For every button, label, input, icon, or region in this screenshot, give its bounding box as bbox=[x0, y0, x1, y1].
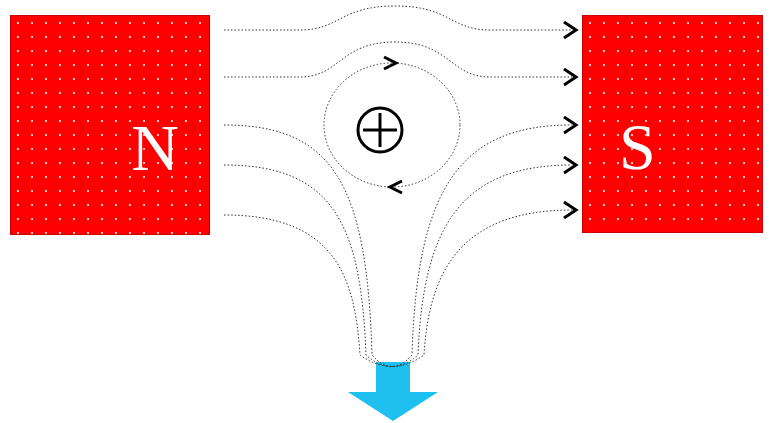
north-pole-magnet: N bbox=[10, 15, 210, 235]
pole-label: N bbox=[131, 115, 179, 181]
field-line bbox=[224, 202, 576, 367]
field-line bbox=[224, 6, 576, 38]
field-arrowhead bbox=[564, 157, 576, 173]
circular-field-line bbox=[324, 63, 460, 187]
field-line bbox=[224, 157, 576, 367]
field-arrowhead bbox=[564, 22, 576, 38]
field-direction-mark bbox=[390, 181, 402, 193]
field-arrowhead bbox=[564, 202, 576, 218]
field-direction-mark bbox=[384, 57, 396, 69]
field-line bbox=[224, 117, 576, 367]
field-arrowhead bbox=[564, 69, 576, 85]
current-symbol bbox=[358, 108, 402, 152]
south-pole-magnet: S bbox=[582, 15, 763, 233]
force-arrow bbox=[348, 362, 438, 421]
pole-label: S bbox=[619, 114, 656, 180]
field-arrowhead bbox=[564, 117, 576, 133]
field-line bbox=[224, 42, 576, 85]
